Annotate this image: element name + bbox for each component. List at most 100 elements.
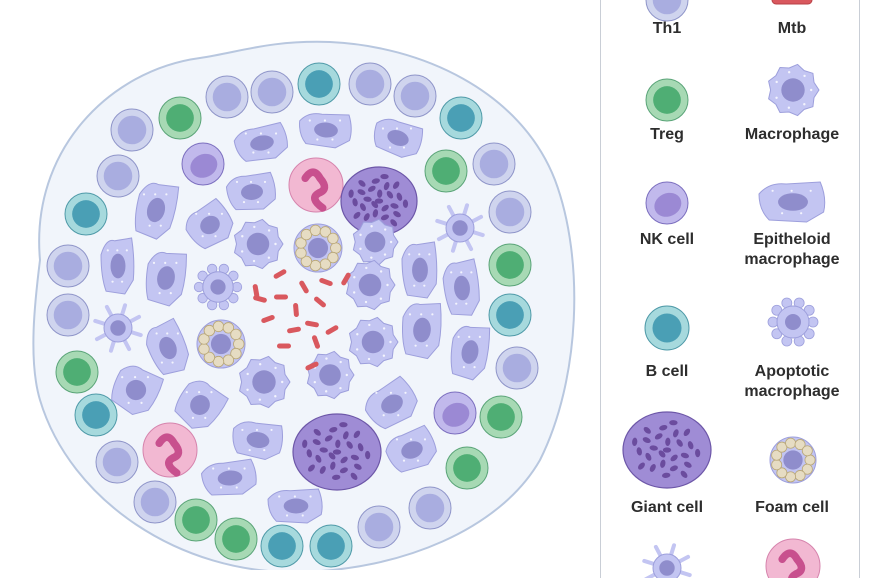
- macrophage-ring: [93, 113, 491, 524]
- epitheloid-cell: [233, 121, 288, 162]
- mtb-bacterium: [287, 326, 301, 334]
- b-cell: [644, 305, 690, 351]
- th1-cell: [205, 75, 249, 119]
- macrophage-cell: [352, 218, 399, 266]
- mtb-bacterium: [293, 303, 299, 317]
- epitheloid-cell: [185, 197, 234, 250]
- foam-cell: [196, 319, 246, 369]
- apoptotic-cell: [193, 263, 243, 311]
- giant-cell: [340, 166, 418, 236]
- treg-cell: [424, 149, 468, 193]
- epitheloid-cell: [267, 488, 323, 524]
- macrophage-cell: [346, 259, 396, 311]
- th1-cell: [250, 70, 294, 114]
- giant-cell: [622, 411, 712, 489]
- legend-panel: Th1 Mtb Treg Macrophage NK cell Epithelo…: [600, 0, 860, 578]
- dendritic-cell: [435, 203, 485, 253]
- mtb-bacterium: [277, 343, 291, 349]
- epitheloid-cell: [373, 118, 424, 158]
- legend-label-mtb: Mtb: [777, 20, 807, 37]
- treg-cell: [174, 498, 218, 542]
- epitheloid-cell: [201, 458, 257, 496]
- dendritic-cell: [93, 303, 143, 353]
- foam-cell: [769, 436, 817, 484]
- legend-label-giant: Giant cell: [630, 499, 704, 516]
- legend-label-foam: Foam cell: [755, 499, 829, 516]
- treg-cell: [488, 243, 532, 287]
- treg-cell: [214, 517, 258, 561]
- apoptotic-cell: [767, 297, 819, 347]
- foam-cell: [293, 223, 343, 273]
- treg-cell: [445, 446, 489, 490]
- epitheloid-cell: [111, 365, 165, 416]
- mtb-bacterium: [273, 269, 287, 279]
- mtb-core: [252, 269, 351, 371]
- epitheloid-cell: [100, 237, 135, 295]
- th1-cell: [46, 293, 90, 337]
- macrophage-cell: [306, 350, 355, 400]
- epitheloid-cell: [450, 325, 491, 381]
- macrophage-cell: [768, 63, 820, 117]
- epitheloid-cell: [758, 181, 826, 223]
- inner-ring: [193, 218, 399, 409]
- mtb-bacterium: [311, 335, 321, 349]
- epitheloid-cell: [385, 424, 437, 473]
- epitheloid-cell: [146, 317, 190, 376]
- macrophage-cell: [234, 218, 284, 270]
- macrophage-cell: [349, 316, 399, 368]
- mtb-bacterium: [274, 294, 288, 300]
- epitheloid-cell: [232, 421, 284, 461]
- mtb-bacterium: [253, 295, 267, 303]
- epitheloid-cell: [401, 241, 438, 299]
- b-cell: [309, 524, 353, 568]
- mtb-bacterium: [305, 361, 319, 371]
- epitheloid-cell: [134, 182, 180, 240]
- legend-label-th1: Th1: [652, 20, 682, 37]
- th1-cell: [348, 62, 392, 106]
- legend-label-nk: NK cell: [639, 231, 695, 248]
- epitheloid-cell: [174, 380, 229, 429]
- neutrophil-cell: [142, 422, 198, 478]
- granuloma-diagram: [32, 40, 576, 570]
- epitheloid-cell: [145, 251, 187, 307]
- legend-label-treg: Treg: [650, 126, 684, 143]
- legend-label-epitheloid: Epitheloid macrophage: [744, 231, 840, 268]
- mtb-bacterium: [252, 284, 260, 298]
- mtb-bacterium: [325, 325, 339, 335]
- epitheloid-cell: [299, 113, 352, 149]
- epitheloid-cell: [401, 302, 442, 360]
- b-cell: [297, 62, 341, 106]
- mtb-bacterium: [314, 296, 326, 308]
- lymphocyte-ring: [46, 62, 539, 568]
- nk-cell: [645, 181, 689, 225]
- neutrophil-cell: [765, 538, 821, 578]
- treg-cell: [158, 96, 202, 140]
- b-cell: [260, 524, 304, 568]
- epitheloid-cell: [225, 171, 276, 211]
- neutrophil-cell: [288, 157, 344, 213]
- giant-cell: [292, 413, 382, 491]
- macrophage-cell: [239, 355, 291, 409]
- legend-label-macrophage: Macrophage: [744, 126, 840, 143]
- b-cell: [439, 96, 483, 140]
- th1-cell: [472, 142, 516, 186]
- th1-cell: [46, 244, 90, 288]
- mtb-bacterium: [261, 314, 275, 324]
- legend-label-apoptotic: Apoptotic macrophage: [744, 363, 840, 400]
- th1-cell: [645, 0, 689, 22]
- th1-cell: [495, 346, 539, 390]
- b-cell: [74, 393, 118, 437]
- th1-cell: [95, 440, 139, 484]
- legend-icons: [622, 0, 826, 578]
- legend-label-bcell: B cell: [645, 363, 689, 380]
- th1-cell: [408, 486, 452, 530]
- th1-cell: [488, 190, 532, 234]
- mtb-bacterium: [319, 277, 333, 287]
- nk-cell: [433, 391, 477, 435]
- mtb-bacterium: [341, 272, 351, 286]
- treg-cell: [645, 78, 689, 122]
- epitheloid-cell: [364, 375, 418, 430]
- mtb-bacterium: [299, 280, 309, 294]
- treg-cell: [55, 350, 99, 394]
- nk-cell: [181, 142, 225, 186]
